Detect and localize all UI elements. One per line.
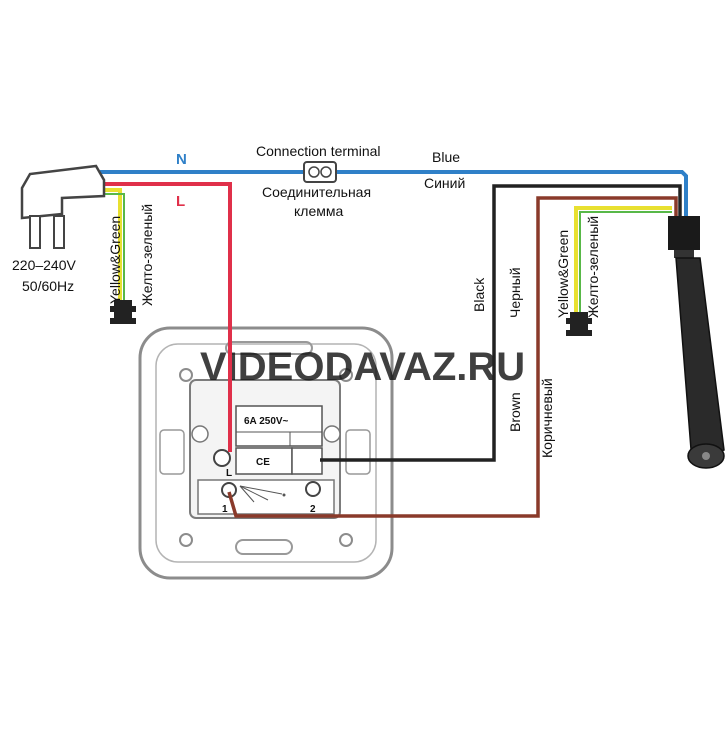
black-wire-label-ru: Черный: [507, 267, 523, 318]
wire-earth-left-green: [104, 193, 125, 300]
rating-plate: [235, 405, 323, 447]
terminal-1-label: 1: [222, 504, 228, 515]
blue-wire-label: Blue: [432, 149, 460, 165]
tubular-motor: [668, 216, 725, 469]
ce-mark: CE: [256, 457, 270, 468]
terminal-live-label: L: [226, 468, 232, 479]
earth-terminal-left: [110, 300, 136, 324]
blue-wire-label-ru: Синий: [424, 175, 465, 191]
motor-tube: [675, 257, 725, 464]
slot-bottom: [235, 539, 293, 555]
brown-wire-label-ru: Коричневый: [539, 378, 555, 458]
wires: [100, 170, 688, 518]
wire-earth-right-yellow: [574, 206, 672, 312]
brown-wire-label: Brown: [507, 392, 523, 432]
plug-frequency: 50/60Hz: [22, 278, 74, 294]
wire-earth-right-green: [579, 211, 672, 312]
live-label: L: [176, 193, 185, 210]
wire-brown: [227, 196, 678, 518]
power-plug: 220–240V 50/60Hz: [12, 164, 106, 294]
frame-hole-br: [339, 533, 353, 547]
slot-top: [225, 341, 313, 355]
plug-pin-right: [53, 215, 65, 249]
terminal-title: Connection terminal: [256, 143, 381, 159]
plug-body: [20, 164, 106, 220]
side-clip-right: [345, 429, 371, 475]
neutral-label: N: [176, 151, 187, 168]
screw-top-right: [323, 425, 341, 443]
watermark: VIDEODAVAZ.RU: [200, 345, 525, 389]
terminal-2: [305, 481, 321, 497]
earth-terminal-right: [566, 312, 592, 336]
wall-switch: 6A 250V~ CE L 1 2: [138, 326, 394, 580]
terminal-screw-1: [308, 166, 320, 178]
motor-head: [668, 216, 700, 250]
wire-black: [320, 184, 682, 462]
plug-voltage: 220–240V: [12, 257, 77, 273]
terminal-title-ru-2: клемма: [294, 203, 343, 219]
earth-left-label: Yellow&Green: [107, 216, 123, 304]
earth-right-label-ru: Желто-зеленый: [585, 216, 601, 318]
earth-left-label-ru: Желто-зеленый: [139, 204, 155, 306]
black-wire-label: Black: [471, 277, 487, 312]
wire-neutral-blue: [100, 170, 688, 216]
ce-plate: [235, 447, 293, 475]
frame-hole-bl: [179, 533, 193, 547]
terminal-title-ru-1: Соединительная: [262, 184, 371, 200]
earth-right-label: Yellow&Green: [555, 230, 571, 318]
terminal-2-label: 2: [310, 504, 316, 515]
screw-top-left: [191, 425, 209, 443]
side-clip-left: [159, 429, 185, 475]
frame-hole-tr: [339, 368, 353, 382]
terminal-live: [213, 449, 231, 467]
switch-frame-inner: [155, 343, 377, 563]
connection-terminal: [303, 161, 337, 183]
frame-hole-tl: [179, 368, 193, 382]
switch-rating: 6A 250V~: [244, 416, 289, 427]
terminal-screw-2: [320, 166, 332, 178]
plug-pin-left: [29, 215, 41, 249]
wire-live-red: [104, 182, 232, 452]
wire-earth-left-yellow: [104, 188, 122, 300]
